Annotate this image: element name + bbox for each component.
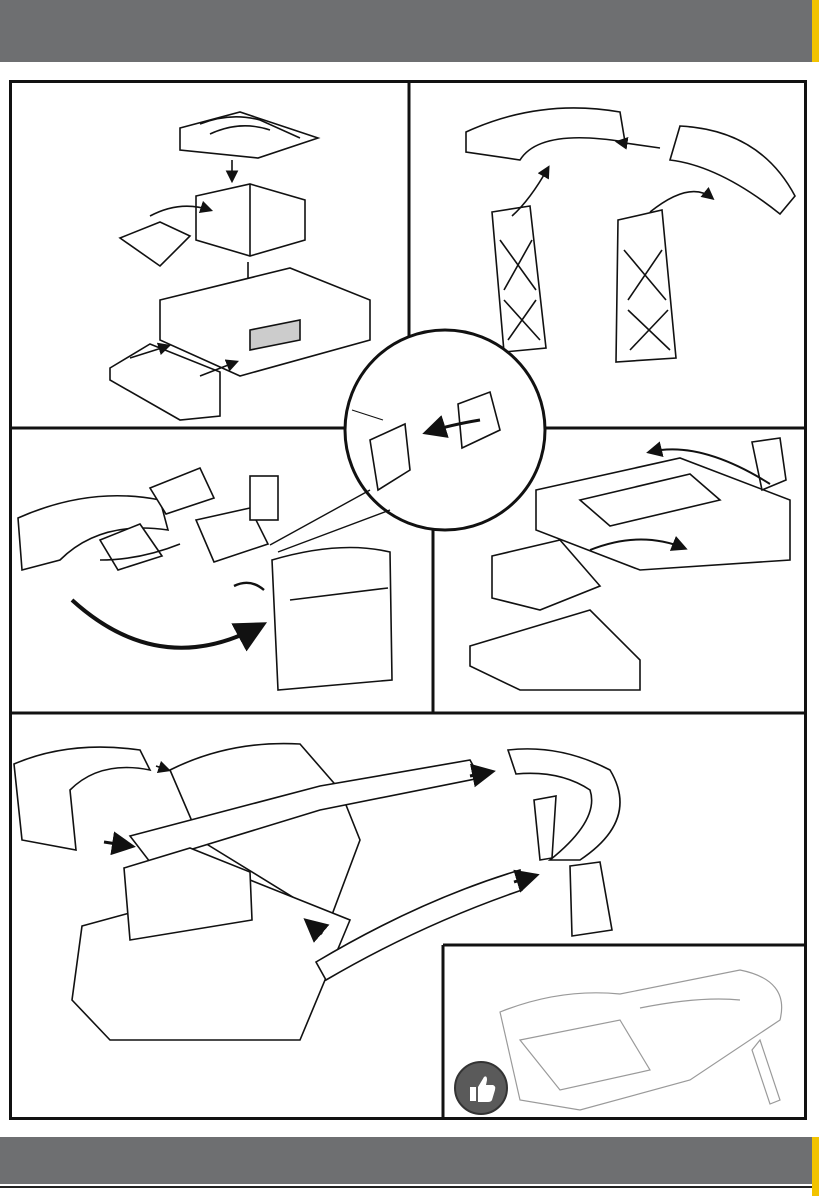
footer-bar [0, 1137, 812, 1184]
step-5-full-track [14, 744, 620, 1040]
footer-accent [812, 1137, 819, 1196]
completed-track-preview [500, 970, 782, 1110]
step-1-garage-box [110, 112, 370, 420]
step-3-pit-stop [18, 468, 392, 690]
thumbs-up-icon [454, 1061, 508, 1115]
footer-line [0, 1186, 812, 1188]
step-2-ramp-towers [466, 108, 795, 362]
detail-zoom-icon [270, 330, 545, 552]
